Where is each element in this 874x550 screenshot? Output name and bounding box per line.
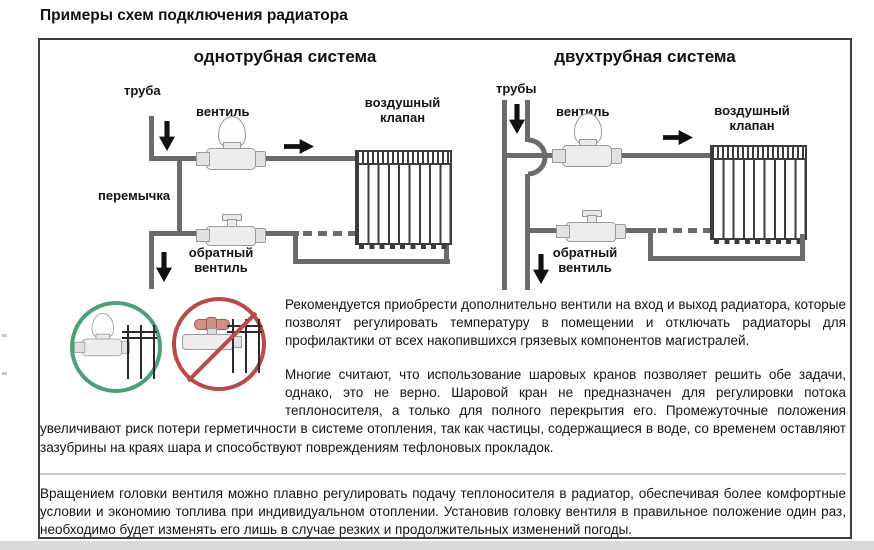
radiator-loop-pipe (293, 259, 450, 264)
thermostatic-valve-icon (196, 116, 266, 170)
radiator-icon (710, 145, 807, 244)
paragraph-valve-head-usage: Вращением головки вентиля можно плавно р… (40, 485, 846, 537)
radiator-loop-pipe (293, 233, 298, 263)
page-title: Примеры схем подключения радиатора (40, 7, 348, 24)
radiator-loop-pipe (444, 237, 449, 264)
single-pipe-heading: однотрубная система (193, 47, 377, 66)
thermostatic-valve-allowed-icon (70, 301, 162, 393)
radiator-loop-pipe (800, 234, 805, 261)
paragraph-recommendation: Рекомендуется приобрести дополнительно в… (285, 297, 846, 349)
pipe-label: труба (124, 83, 161, 98)
content-frame (38, 38, 852, 539)
return-riser-pipe (149, 231, 154, 289)
radiator-loop-pipe (648, 230, 653, 260)
air-valve-label: воздушный клапан (714, 103, 790, 133)
thermostatic-valve-icon (552, 113, 622, 167)
pipes-label: трубы (496, 81, 537, 96)
scan-artifact (2, 372, 7, 375)
radiator-icon (355, 150, 452, 249)
radiator-loop-pipe (648, 256, 805, 261)
radiator-icon (122, 325, 157, 379)
return-riser-pipe-upper (525, 100, 530, 142)
bypass-label: перемычка (98, 188, 171, 203)
pipe-bridge-crossing (527, 137, 548, 177)
ball-valve-prohibited-icon (172, 297, 266, 391)
valve-label: вентиль (196, 104, 250, 119)
supply-riser-pipe (502, 100, 507, 290)
supply-riser-pipe (149, 116, 154, 161)
return-valve-label: обратный вентиль (188, 245, 254, 275)
ball-valve-icon (182, 317, 244, 353)
hidden-return-pipe-dashed (658, 228, 710, 233)
scan-artifact (2, 334, 7, 337)
return-valve-label: обратный вентиль (552, 245, 618, 275)
return-valve-icon (556, 210, 626, 242)
valve-comparison-figures (40, 296, 285, 408)
valve-label: вентиль (556, 104, 610, 119)
double-pipe-heading: двухтрубная система (554, 47, 736, 66)
radiator-icon (227, 319, 262, 373)
air-valve-label: воздушный клапан (364, 95, 441, 125)
section-divider (40, 472, 846, 475)
hidden-return-pipe-dashed (303, 231, 355, 236)
bottom-scan-strip (0, 541, 874, 550)
bypass-pipe (177, 156, 182, 236)
return-valve-icon (196, 214, 266, 246)
paragraph-ball-valve-warning: Многие считают, что использование шаровы… (40, 367, 846, 455)
body-text: Рекомендуется приобрести дополнительно в… (40, 296, 846, 550)
